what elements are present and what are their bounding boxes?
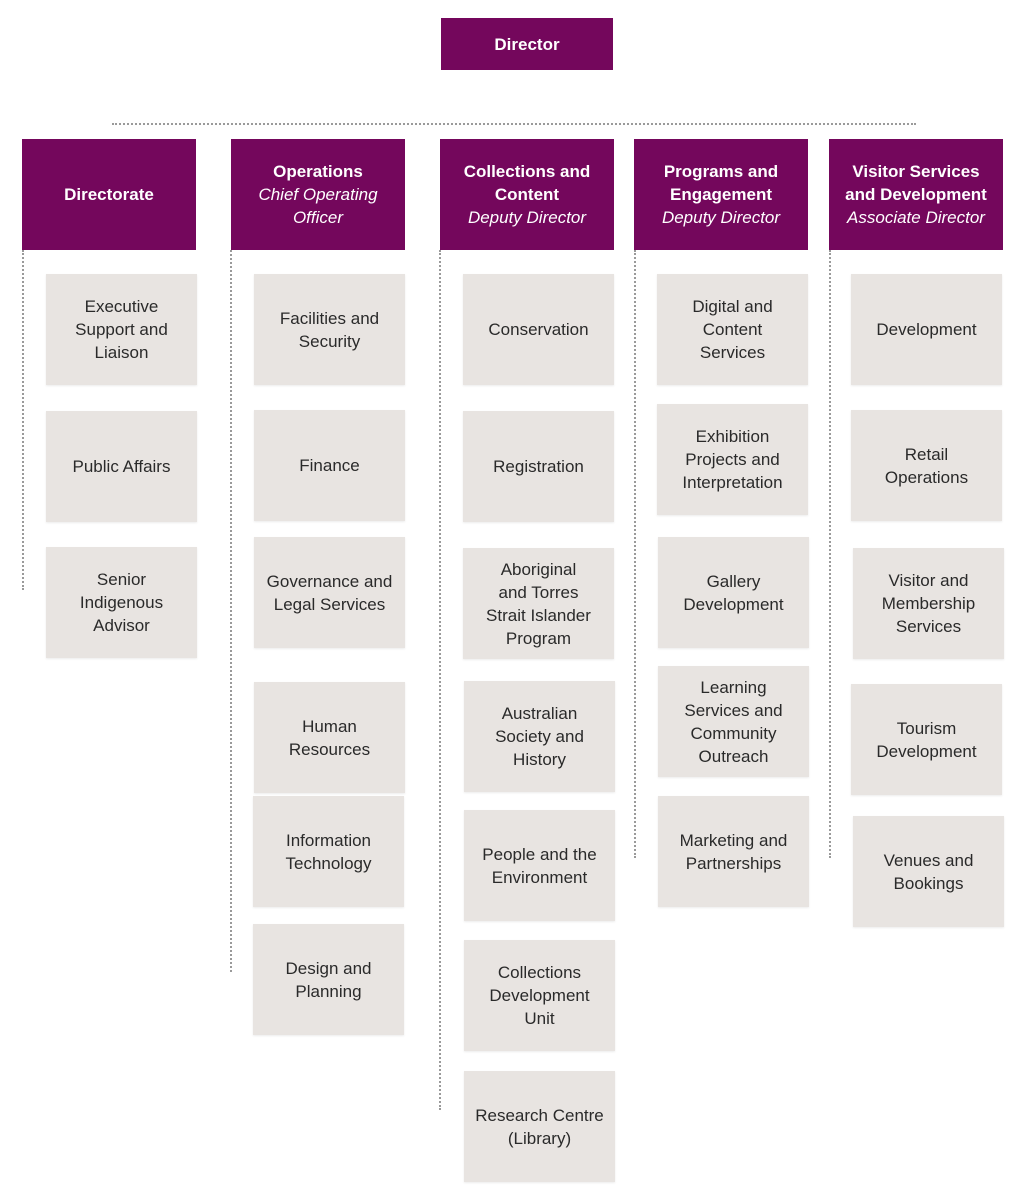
unit-box: Executive Support and Liaison [46, 274, 197, 385]
division-header-operations: Operations Chief Operating Officer [231, 139, 405, 250]
division-subtitle: Deputy Director [661, 208, 781, 227]
unit-box: Design and Planning [253, 924, 404, 1035]
unit-box: People and the Environment [464, 810, 615, 921]
connector-collections [439, 250, 441, 1110]
division-header-visitor: Visitor Services and Development Associa… [829, 139, 1003, 250]
unit-box: Information Technology [253, 796, 404, 907]
unit-box: Finance [254, 410, 405, 521]
division-subtitle: Associate Director [847, 208, 985, 227]
unit-box: Gallery Development [658, 537, 809, 648]
division-title: Programs and Engagement [663, 162, 779, 204]
unit-box: Human Resources [254, 682, 405, 793]
unit-box: Tourism Development [851, 684, 1002, 795]
division-title: Directorate [64, 185, 154, 204]
unit-box: Registration [463, 411, 614, 522]
connector-directorate [22, 250, 24, 590]
director-box: Director [441, 18, 613, 70]
unit-box: Research Centre (Library) [464, 1071, 615, 1182]
connector-operations [230, 250, 232, 972]
unit-box: Collections Development Unit [464, 940, 615, 1051]
unit-box: Development [851, 274, 1002, 385]
unit-box: Digital and Content Services [657, 274, 808, 385]
division-title: Operations [273, 162, 363, 181]
division-header-directorate: Directorate [22, 139, 196, 250]
unit-box: Australian Society and History [464, 681, 615, 792]
unit-box: Facilities and Security [254, 274, 405, 385]
division-title: Collections and Content [463, 162, 591, 204]
connector-visitor [829, 250, 831, 858]
unit-box: Learning Services and Community Outreach [658, 666, 809, 777]
division-header-collections: Collections and Content Deputy Director [440, 139, 614, 250]
connector-programs [634, 250, 636, 858]
unit-box: Aboriginal and Torres Strait Islander Pr… [463, 548, 614, 659]
director-label: Director [494, 34, 560, 54]
unit-box: Governance and Legal Services [254, 537, 405, 648]
unit-box: Visitor and Membership Services [853, 548, 1004, 659]
top-connector [112, 123, 916, 125]
unit-box: Exhibition Projects and Interpretation [657, 404, 808, 515]
division-title: Visitor Services and Development [845, 162, 987, 204]
unit-box: Conservation [463, 274, 614, 385]
division-subtitle: Chief Operating Officer [258, 185, 378, 227]
unit-box: Marketing and Partnerships [658, 796, 809, 907]
unit-box: Senior Indigenous Advisor [46, 547, 197, 658]
unit-box: Retail Operations [851, 410, 1002, 521]
unit-box: Public Affairs [46, 411, 197, 522]
unit-box: Venues and Bookings [853, 816, 1004, 927]
division-subtitle: Deputy Director [467, 208, 587, 227]
division-header-programs: Programs and Engagement Deputy Director [634, 139, 808, 250]
